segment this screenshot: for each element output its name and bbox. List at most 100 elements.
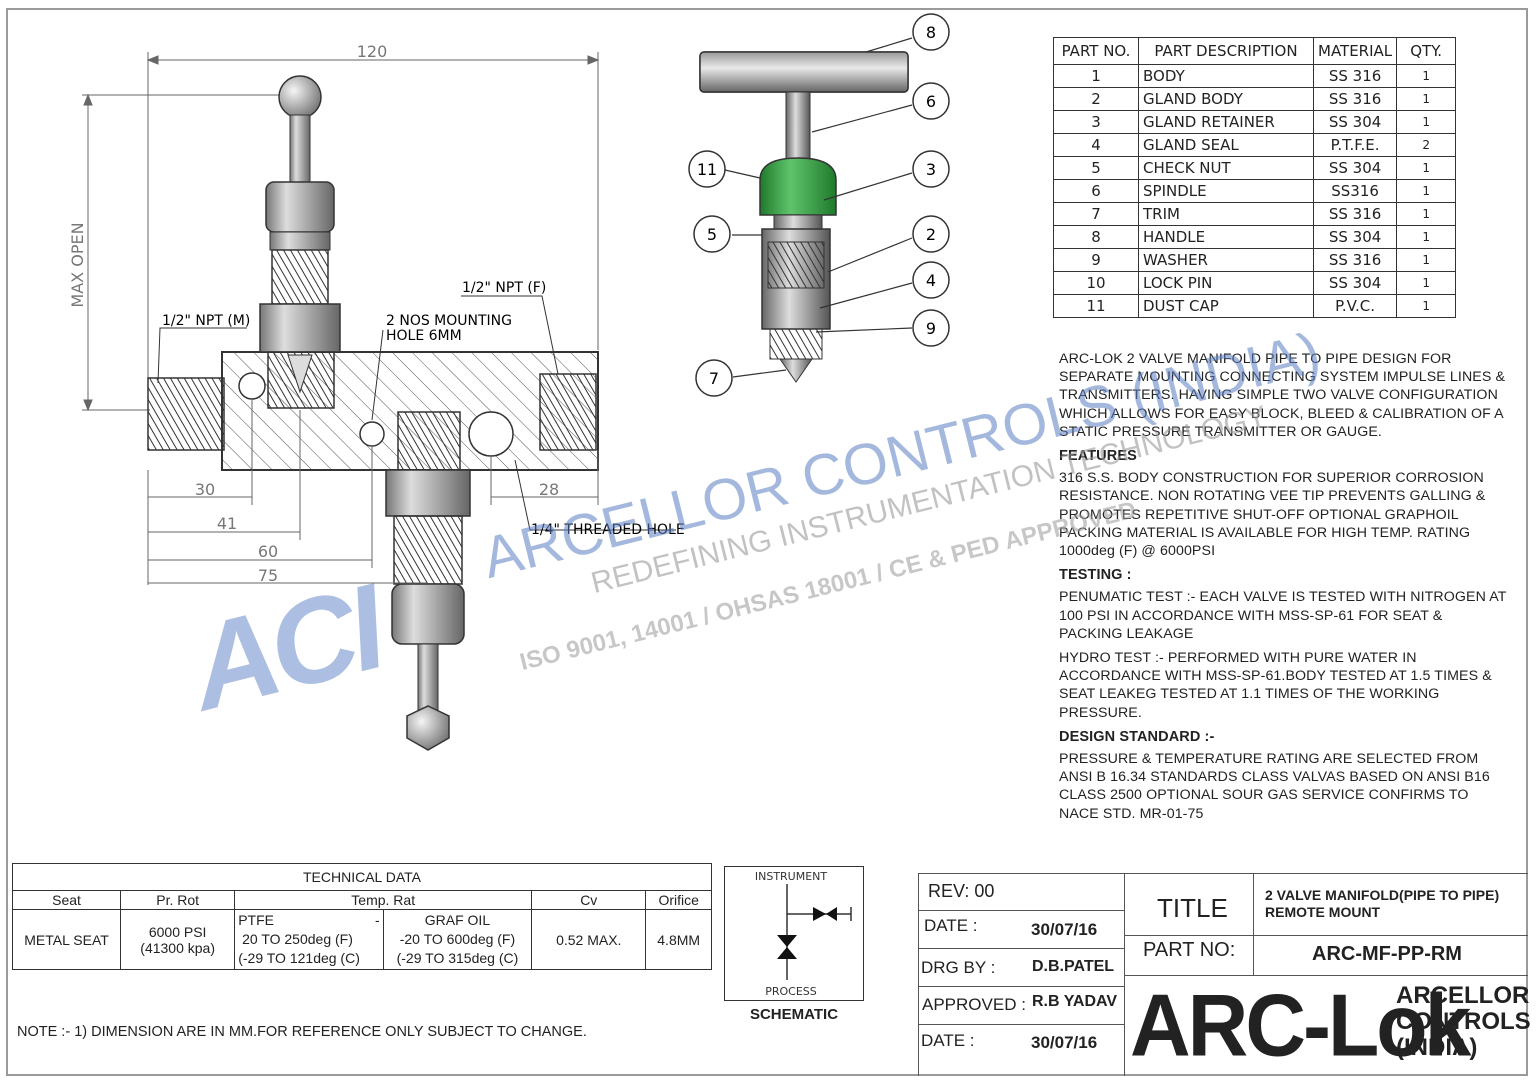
part-mat: SS 304 (1312, 156, 1398, 180)
balloon-3: 3 (926, 160, 936, 179)
tech-pressure-2: (41300 kpa) (140, 939, 215, 956)
label-mounting-1: 2 NOS MOUNTING (386, 313, 512, 329)
tech-header-seat: Seat (11, 890, 122, 910)
threaded-hole (468, 411, 514, 457)
trim-tip (779, 358, 813, 383)
part-no: 5 (1053, 156, 1139, 180)
tech-orifice-value: 4.8MM (645, 909, 712, 970)
part-qty: 1 (1396, 248, 1457, 272)
dim-max-open-label: MAX OPEN (68, 222, 87, 307)
arc-lok-logo: ARC-Lok (1130, 975, 1471, 1075)
balloon-5: 5 (707, 225, 717, 244)
part-no: 6 (1053, 179, 1139, 203)
schematic-label: SCHEMATIC (749, 1006, 839, 1023)
part-qty: 1 (1396, 271, 1457, 295)
parts-header-row: PART NO. PART DESCRIPTION MATERIAL QTY. (1053, 37, 1457, 65)
gland-thread (767, 241, 825, 289)
dim-75: 75 (258, 566, 278, 585)
balloon-4: 4 (926, 271, 936, 290)
company-name-3: (INDIA) (1396, 1034, 1478, 1061)
approved-value: R.B YADAV (1032, 993, 1118, 1010)
pneumatic-test-text: PENUMATIC TEST :- EACH VALVE IS TESTED W… (1059, 589, 1507, 642)
schematic-diagram: INSTRUMENT PROCESS (755, 870, 852, 998)
design-standard-heading: DESIGN STANDARD :- (1059, 728, 1215, 745)
part-qty: 1 (1396, 156, 1457, 180)
tech-pressure-1: 6000 PSI (148, 923, 207, 940)
label-npt-m: 1/2" NPT (M) (162, 313, 250, 329)
part-qty: 1 (1396, 294, 1457, 318)
dim-120-label: 120 (357, 42, 388, 61)
part-desc: LOCK PIN (1138, 271, 1314, 295)
company-name-2: CONTROLS (1396, 1008, 1531, 1035)
title-label: TITLE (1157, 893, 1228, 923)
rev-label: REV: 00 (928, 881, 995, 901)
npt-female-thread (539, 373, 597, 451)
balloon-2: 2 (926, 225, 936, 244)
part-desc: DUST CAP (1138, 294, 1314, 318)
design-standard-text: PRESSURE & TEMPERATURE RATING ARE SELECT… (1059, 751, 1490, 822)
part-no: 3 (1053, 110, 1139, 134)
tech-pressure-cell: 6000 PSI(41300 kpa) (120, 909, 236, 970)
gland-retainer-part (773, 214, 823, 230)
dim-30: 30 (195, 480, 215, 499)
part-no: 8 (1053, 225, 1139, 249)
product-description: ARC-LOK 2 VALVE MANIFOLD PIPE TO PIPE DE… (1059, 350, 1509, 829)
npt-male-thread (147, 377, 225, 451)
tech-graf-label: GRAF OIL (424, 912, 491, 928)
schematic-process-label: PROCESS (765, 985, 817, 998)
tech-graf-1: -20 TO 600deg (F) (399, 931, 516, 947)
valve-detail-view: 8 6 11 3 5 2 4 9 7 (688, 13, 950, 397)
date-value: 30/07/16 (1031, 920, 1098, 939)
tech-graf-cell: GRAF OIL-20 TO 600deg (F)(-29 TO 315deg … (382, 909, 533, 970)
tech-title: TECHNICAL DATA (12, 863, 712, 891)
part-qty: 1 (1396, 110, 1457, 134)
tech-header-orifice: Orifice (645, 890, 712, 910)
tech-cv-value: 0.52 MAX. (531, 909, 647, 970)
label-threaded-hole: 1/4" THREADED HOLE (531, 522, 685, 538)
part-desc: CHECK NUT (1138, 156, 1314, 180)
block-valve-symbol (777, 935, 797, 947)
part-mat: SS 304 (1312, 271, 1398, 295)
tech-header-pressure: Pr. Rot (120, 890, 236, 910)
parts-table: PART NO. PART DESCRIPTION MATERIAL QTY. … (1053, 37, 1457, 318)
header-qty: QTY. (1396, 37, 1457, 65)
drawn-by-label: DRG BY : (921, 958, 996, 977)
bleed-valve-symbol (813, 907, 826, 921)
part-desc: TRIM (1138, 202, 1314, 226)
balloon-9: 9 (926, 319, 936, 338)
dimension-max-open (82, 93, 285, 412)
part-mat: SS 304 (1312, 110, 1398, 134)
part-desc: WASHER (1138, 248, 1314, 272)
part-qty: 1 (1396, 225, 1457, 249)
part-mat: SS 316 (1312, 64, 1398, 88)
tech-header-temp: Temp. Rat (234, 890, 533, 910)
intro-text: ARC-LOK 2 VALVE MANIFOLD PIPE TO PIPE DE… (1059, 351, 1506, 440)
date-label: DATE : (924, 916, 978, 935)
part-no: 2 (1053, 87, 1139, 111)
part-desc: GLAND BODY (1138, 87, 1314, 111)
part-no: 1 (1053, 64, 1139, 88)
testing-heading: TESTING : (1059, 567, 1132, 584)
balloon-6: 6 (926, 92, 936, 111)
drawing-title-line2: REMOTE MOUNT (1265, 904, 1381, 920)
dimension-120 (146, 52, 600, 380)
header-material: MATERIAL (1312, 37, 1398, 65)
upper-valve (259, 75, 341, 409)
part-no-value: ARC-MF-PP-RM (1312, 943, 1462, 965)
approved-label: APPROVED : (922, 995, 1026, 1014)
part-desc: SPINDLE (1138, 179, 1314, 203)
dust-cap-part (759, 157, 837, 216)
drawing-frame (6, 8, 1528, 1076)
label-mounting-2: HOLE 6MM (386, 328, 462, 344)
dim-41: 41 (217, 514, 237, 533)
part-mat: P.T.F.E. (1312, 133, 1398, 157)
header-part-description: PART DESCRIPTION (1138, 37, 1314, 65)
part-no-label: PART NO: (1143, 939, 1236, 961)
